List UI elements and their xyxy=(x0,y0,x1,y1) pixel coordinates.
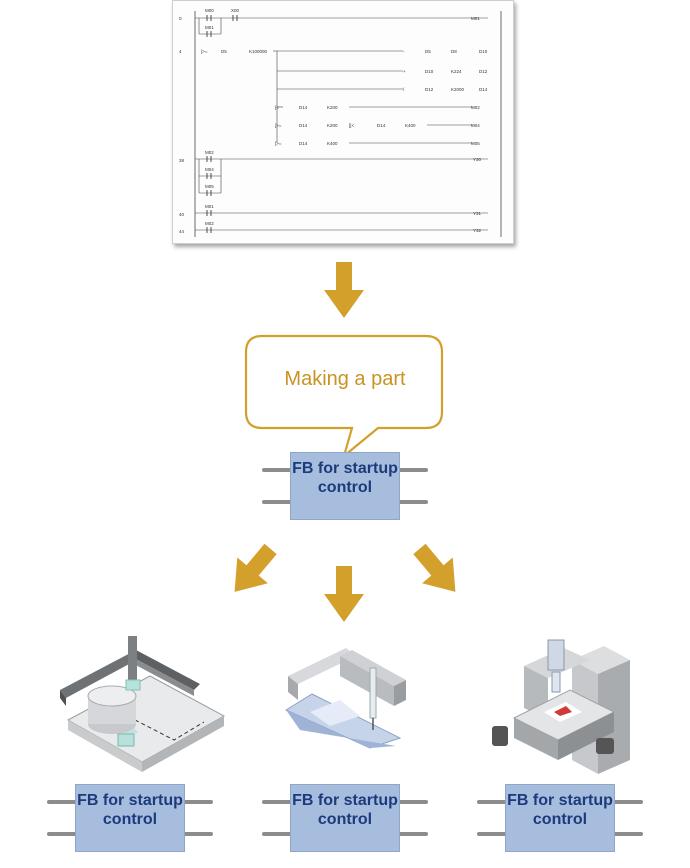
contact-label: M04 xyxy=(205,167,214,172)
operand-label: K400 xyxy=(327,141,338,146)
step-number: 0 xyxy=(179,16,182,21)
step-number: 38 xyxy=(179,158,185,163)
operand-label: K2000 xyxy=(451,87,465,92)
coil-label: M01 xyxy=(471,16,480,21)
operand-label: D10 xyxy=(479,49,488,54)
operand-label: D5 xyxy=(425,49,431,54)
op-symbol: / xyxy=(403,87,405,92)
down-right-arrow-icon xyxy=(413,543,456,592)
operand-label: D10 xyxy=(425,69,434,74)
coil-label: M04 xyxy=(471,123,480,128)
fb-label: FB for startup control xyxy=(505,784,615,852)
contact-label: M01 xyxy=(205,25,214,30)
operand-label: D14 xyxy=(299,123,308,128)
milling-machine-icon xyxy=(492,639,630,774)
contact-label: M01 xyxy=(205,204,214,209)
operand-label: K100000 xyxy=(249,49,268,54)
contact-label: M00 xyxy=(205,8,214,13)
fb-label: FB for startup control xyxy=(75,784,185,852)
operand-label: D8 xyxy=(451,49,457,54)
fb-label: FB for startup control xyxy=(290,784,400,852)
operand-label: D14 xyxy=(299,105,308,110)
xy-gantry-machine-icon xyxy=(60,636,226,772)
coil-label: Y32 xyxy=(473,228,482,233)
cutting-plotter-icon xyxy=(284,648,406,749)
operand-label: D12 xyxy=(425,87,434,92)
operand-label: D14 xyxy=(377,123,386,128)
callout-text: Making a part xyxy=(284,368,406,390)
coil-label: M05 xyxy=(471,141,480,146)
compare-symbol: [>= xyxy=(275,123,282,128)
down-left-arrow-icon xyxy=(234,543,277,592)
operand-label: D14 xyxy=(479,87,488,92)
compare-symbol: ][< xyxy=(349,123,355,128)
compare-symbol: [< xyxy=(275,105,279,110)
operand-label: K224 xyxy=(451,69,462,74)
coil-label: M02 xyxy=(471,105,480,110)
contact-label: M02 xyxy=(205,221,214,226)
compare-symbol: [>= xyxy=(201,49,208,54)
fb-label: FB for startup control xyxy=(290,452,400,520)
operand-label: K200 xyxy=(327,123,338,128)
down-arrow-icon xyxy=(324,262,364,318)
op-symbol: - xyxy=(403,49,405,54)
fb-startup-control-top: FB for startup control xyxy=(262,452,428,520)
step-number: 44 xyxy=(179,229,185,234)
fb-startup-control-middle: FB for startup control xyxy=(262,784,428,852)
fb-startup-control-left: FB for startup control xyxy=(47,784,213,852)
operand-label: K400 xyxy=(405,123,416,128)
operand-label: D5 xyxy=(221,49,227,54)
contact-label: X00 xyxy=(231,8,240,13)
down-arrow-icon xyxy=(324,566,364,622)
operand-label: D12 xyxy=(479,69,488,74)
step-number: 4 xyxy=(179,49,182,54)
operand-label: D14 xyxy=(299,141,308,146)
contact-label: M05 xyxy=(205,184,214,189)
contact-label: M02 xyxy=(205,150,214,155)
coil-label: Y31 xyxy=(473,211,482,216)
step-number: 40 xyxy=(179,212,185,217)
ladder-program-panel: 0 4 38 40 44 M00 X00 M01 M01 [>= D5 K100… xyxy=(172,0,514,244)
compare-symbol: [>= xyxy=(275,141,282,146)
ladder-diagram: 0 4 38 40 44 M00 X00 M01 M01 [>= D5 K100… xyxy=(179,8,502,237)
coil-label: Y30 xyxy=(473,157,482,162)
speech-bubble xyxy=(244,334,444,460)
operand-label: K200 xyxy=(327,105,338,110)
op-symbol: + xyxy=(403,69,406,74)
fb-startup-control-right: FB for startup control xyxy=(477,784,643,852)
